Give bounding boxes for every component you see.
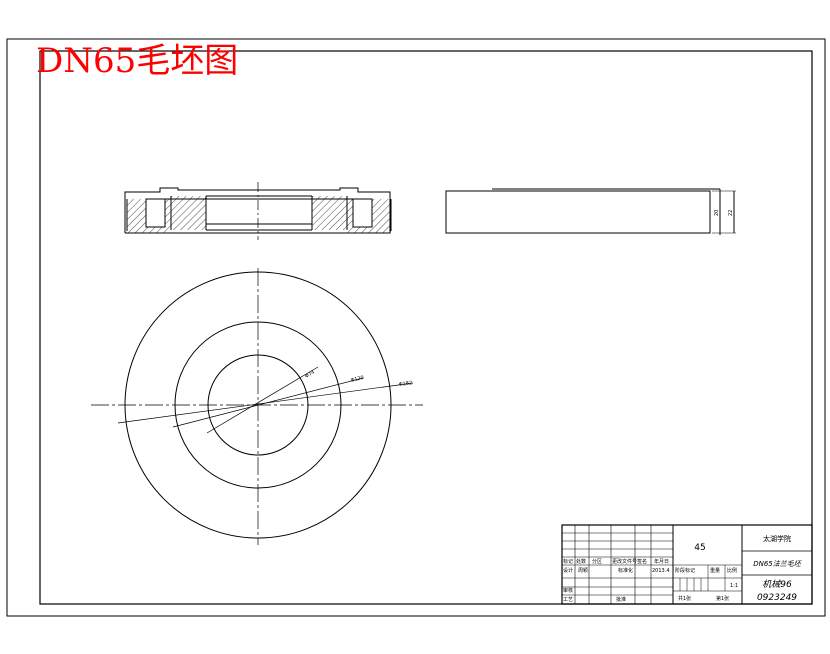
- tb-label-approve: 批准: [616, 596, 626, 603]
- tb-label-change-doc: 更改文件号: [612, 558, 637, 565]
- tb-student-id: 0923249: [757, 593, 797, 603]
- tb-date-val: 2013.4: [652, 568, 670, 574]
- dim-outer-diameter: Φ182: [398, 380, 412, 388]
- tb-part-name: DN65法兰毛坯: [753, 560, 802, 568]
- tb-class-name: 机械96: [762, 579, 792, 590]
- tb-label-mark: 标记: [563, 558, 573, 565]
- dim-thickness-1: 20: [714, 210, 720, 216]
- tb-designer: 周颖: [578, 567, 588, 574]
- tb-label-weight: 重量: [710, 567, 720, 574]
- tb-total-sheets: 共1张: [678, 595, 691, 602]
- tb-label-sign: 签名: [637, 558, 647, 565]
- tb-label-stage-mark: 阶段标记: [675, 567, 695, 574]
- top-view: [91, 268, 423, 545]
- outer-frame: [6, 38, 826, 617]
- section-view: [124, 182, 392, 240]
- title-block: [561, 524, 813, 605]
- dim-mid-diameter: Φ120: [350, 375, 365, 384]
- blank-side-view: [445, 188, 736, 235]
- tb-label-count: 处数: [576, 558, 586, 565]
- tb-label-date: 年月日: [654, 558, 669, 565]
- dim-thickness-2: 22: [728, 210, 734, 216]
- tb-label-review: 审核: [563, 587, 573, 594]
- tb-sheet-no: 第1张: [716, 595, 729, 602]
- dim-inner-diameter: Φ74: [304, 369, 316, 379]
- tb-label-design: 设计: [563, 567, 573, 574]
- tb-label-process: 工艺: [563, 597, 573, 603]
- tb-school: 太湖学院: [763, 534, 791, 543]
- inner-frame: [39, 50, 813, 605]
- drawing-title: DN65毛坯图: [36, 41, 238, 81]
- tb-material: 45: [694, 543, 705, 553]
- tb-label-standardize: 标准化: [618, 567, 633, 574]
- tb-label-zone: 分区: [592, 558, 602, 565]
- tb-label-ratio: 比例: [727, 567, 737, 574]
- tb-scale: 1:1: [730, 583, 738, 589]
